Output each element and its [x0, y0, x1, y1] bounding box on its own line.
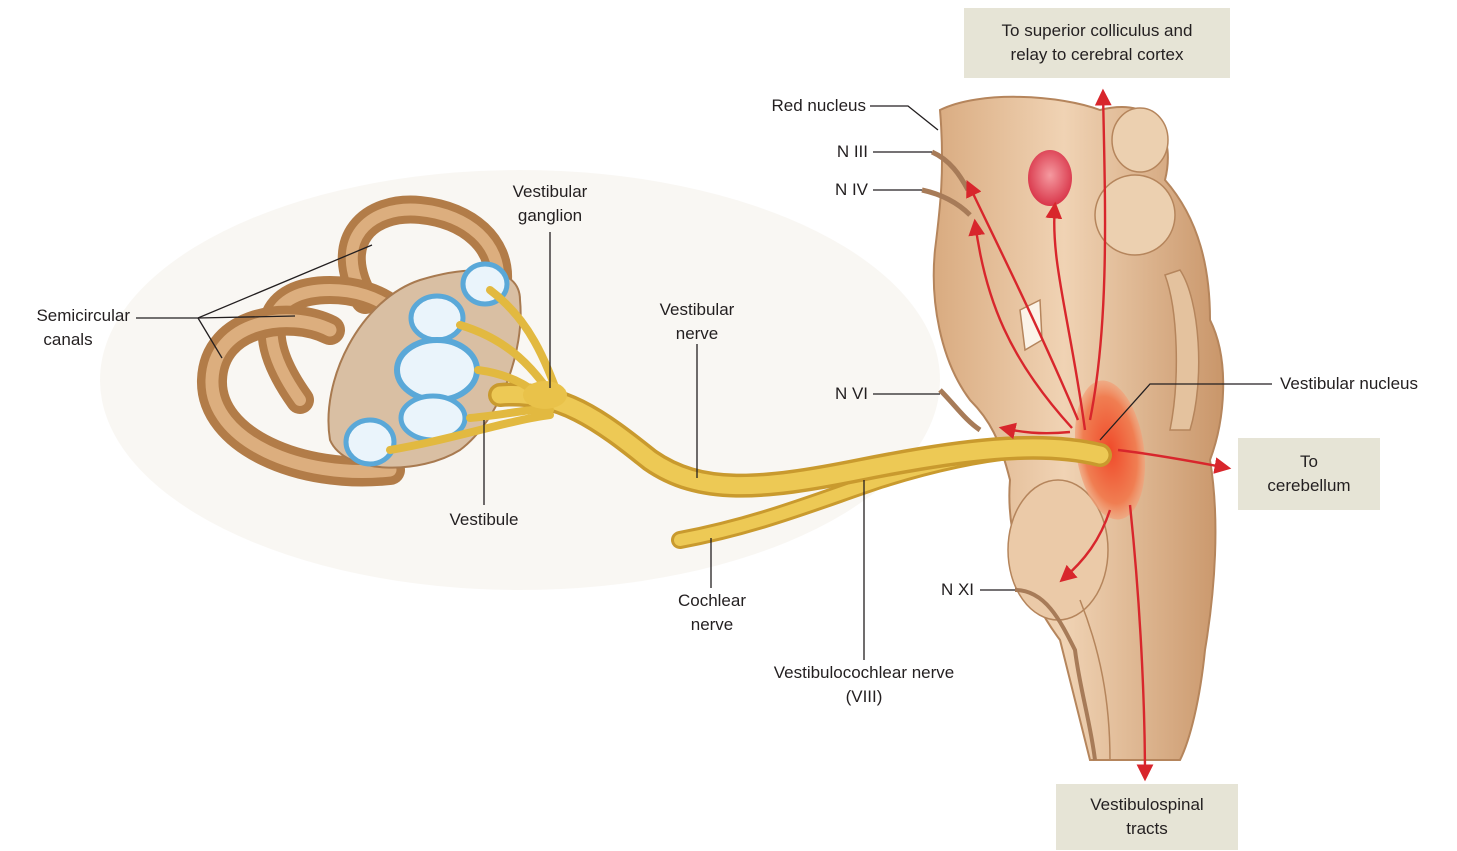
label-vestibular-ganglion-line1: Vestibular: [490, 180, 610, 204]
label-semicircular-canals-line1: Semicircular: [6, 304, 130, 328]
label-vestibulocochlear-nerve-line2: (VIII): [744, 685, 984, 709]
label-vestibular-nucleus: Vestibular nucleus: [1280, 372, 1418, 396]
label-semicircular-canals-line2: canals: [6, 328, 130, 352]
colliculus-upper: [1112, 108, 1168, 172]
box-cerebellum: To cerebellum: [1238, 438, 1380, 510]
box-vestibulospinal-line1: Vestibulospinal: [1090, 793, 1203, 817]
label-vestibule: Vestibule: [424, 508, 544, 532]
label-vestibulocochlear-nerve-line1: Vestibulocochlear nerve: [744, 661, 984, 685]
label-vestibular-nerve-line1: Vestibular: [637, 298, 757, 322]
label-n-xi: N XI: [890, 578, 974, 602]
box-superior-colliculus-line2: relay to cerebral cortex: [1011, 43, 1184, 67]
box-vestibulospinal-line2: tracts: [1126, 817, 1168, 841]
label-cochlear-nerve: Cochlear nerve: [652, 589, 772, 637]
label-vestibulocochlear-nerve: Vestibulocochlear nerve (VIII): [744, 661, 984, 709]
box-superior-colliculus: To superior colliculus and relay to cere…: [964, 8, 1230, 78]
box-cerebellum-line1: To: [1300, 450, 1318, 474]
label-n-vi: N VI: [780, 382, 868, 406]
leader-red-nucleus: [870, 106, 938, 130]
ampulla-3: [346, 420, 394, 464]
ampulla-2: [411, 296, 463, 340]
label-cochlear-nerve-line2: nerve: [652, 613, 772, 637]
box-vestibulospinal-tracts: Vestibulospinal tracts: [1056, 784, 1238, 850]
red-nucleus-shape: [1028, 150, 1072, 206]
vestibular-ganglion-shape: [523, 381, 567, 409]
label-n-iv: N IV: [780, 178, 868, 202]
label-cochlear-nerve-line1: Cochlear: [652, 589, 772, 613]
label-semicircular-canals: Semicircular canals: [6, 304, 130, 352]
label-vestibular-nerve-line2: nerve: [637, 322, 757, 346]
label-vestibular-ganglion: Vestibular ganglion: [490, 180, 610, 228]
label-vestibular-nerve: Vestibular nerve: [637, 298, 757, 346]
label-red-nucleus: Red nucleus: [700, 94, 866, 118]
box-cerebellum-line2: cerebellum: [1267, 474, 1350, 498]
colliculus: [1095, 175, 1175, 255]
label-vestibular-ganglion-line2: ganglion: [490, 204, 610, 228]
box-superior-colliculus-line1: To superior colliculus and: [1002, 19, 1193, 43]
label-n-iii: N III: [780, 140, 868, 164]
utricle: [397, 340, 477, 400]
